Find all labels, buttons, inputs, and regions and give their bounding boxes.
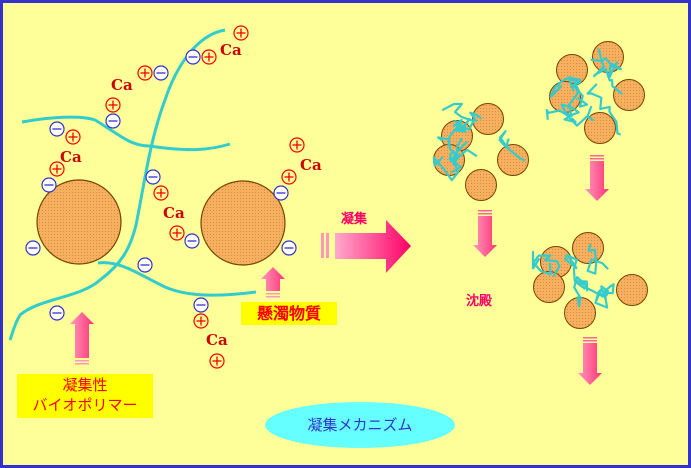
floc-particle: [616, 274, 648, 306]
anion-minus-icon: [137, 257, 153, 273]
floc: [545, 41, 645, 144]
cation-plus-icon: [49, 161, 65, 177]
calcium-label: Ca: [60, 148, 82, 166]
cation-plus-icon: [193, 313, 209, 329]
biopolymer-label-line2: バイオポリマー: [32, 396, 138, 414]
anion-minus-icon: [145, 169, 161, 185]
down-arrow-icon: [585, 155, 609, 201]
floc-polymer: [437, 136, 468, 163]
floc-particle: [613, 79, 645, 111]
floc-polymer: [531, 250, 552, 276]
floc-particle: [465, 169, 497, 201]
anion-minus-icon: [49, 121, 65, 137]
cation-plus-icon: [233, 25, 249, 41]
floc-polymer: [452, 117, 471, 133]
floc-particle: [497, 144, 529, 176]
floc-polymer: [531, 254, 561, 278]
cation-plus-icon: [209, 353, 225, 369]
floc-polymer: [600, 283, 615, 299]
coagulation-arrow: [321, 220, 411, 273]
calcium-label: Ca: [206, 331, 228, 349]
floc-polymer: [586, 243, 609, 275]
ion-charges: [25, 25, 305, 369]
polymer-chains: [8, 28, 257, 341]
floc-polymer: [586, 83, 621, 136]
floc-polymer: [432, 156, 462, 182]
anion-minus-icon: [185, 49, 201, 65]
anion-minus-icon: [153, 65, 169, 81]
floc: [432, 102, 529, 201]
down-arrow-icon: [473, 210, 497, 257]
anion-minus-icon: [25, 240, 41, 256]
anion-minus-icon: [281, 240, 297, 256]
sedimentation-label: 沈殿: [466, 294, 493, 309]
floc-polymer: [498, 130, 526, 162]
calcium-label: Ca: [111, 76, 133, 94]
suspended-particle: [200, 180, 286, 266]
anion-minus-icon: [184, 233, 200, 249]
anion-minus-icon: [49, 305, 65, 321]
down-arrow-icon: [578, 337, 602, 385]
anion-minus-icon: [41, 177, 57, 193]
cation-plus-icon: [153, 185, 169, 201]
polymer-chain: [97, 261, 257, 297]
polymer-chain: [8, 28, 226, 341]
floc-polymer: [447, 111, 483, 147]
floc-polymer: [452, 137, 478, 166]
floc-polymer: [567, 81, 589, 108]
calcium-label: Ca: [220, 41, 242, 59]
floc-polymer: [441, 102, 478, 122]
cation-plus-icon: [105, 97, 121, 113]
calcium-label: Ca: [163, 204, 185, 222]
anion-minus-icon: [193, 297, 209, 313]
coagulation-label: 凝集: [341, 212, 368, 227]
anion-minus-icon: [273, 185, 289, 201]
biopolymer-label: 凝集性 バイオポリマー: [17, 374, 153, 418]
flocs: [432, 41, 648, 329]
arrows: [70, 155, 609, 385]
floc-polymer: [593, 48, 624, 96]
calcium-label: Ca: [300, 156, 322, 174]
floc-polymer: [560, 103, 580, 124]
cation-plus-icon: [289, 137, 305, 153]
floc-polymer: [564, 253, 589, 292]
floc: [531, 232, 648, 329]
cation-plus-icon: [65, 129, 81, 145]
floc-polymer: [590, 57, 622, 79]
floc-polymer: [549, 76, 582, 98]
cation-plus-icon: [137, 65, 153, 81]
biopolymer-label-line1: 凝集性: [62, 376, 108, 394]
diagram-title: 凝集メカニズム: [265, 402, 455, 448]
up-arrow-icon: [261, 267, 285, 298]
anion-minus-icon: [105, 113, 121, 129]
floc-particle: [533, 271, 565, 303]
polymer-chain: [21, 115, 231, 152]
up-arrow-icon: [70, 312, 94, 365]
cation-plus-icon: [281, 169, 297, 185]
floc-polymer: [582, 285, 609, 309]
floc-particle: [472, 103, 504, 135]
cation-plus-icon: [201, 49, 217, 65]
suspended-solids-label: 懸濁物質: [241, 302, 337, 325]
cation-plus-icon: [169, 225, 185, 241]
suspended-particle: [36, 179, 122, 265]
